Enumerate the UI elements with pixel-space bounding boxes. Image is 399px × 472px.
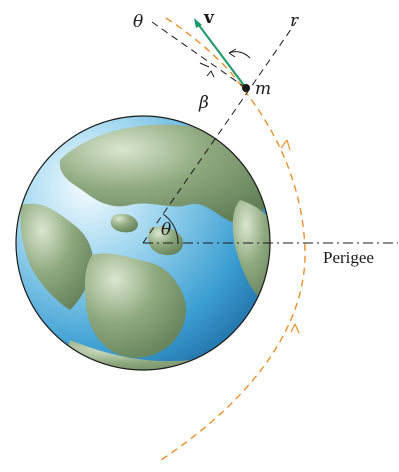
earth-globe — [15, 115, 271, 371]
perigee-label: Perigee — [323, 248, 374, 267]
beta-label: β — [198, 93, 209, 113]
radial-line — [142, 21, 297, 244]
theta-angle-label: θ — [161, 220, 171, 240]
orbit-arrow-upper — [280, 139, 291, 151]
mass-label: m — [255, 79, 271, 99]
orbit-path — [157, 17, 306, 463]
r-axis-label: r — [290, 11, 299, 31]
velocity-label: v — [203, 8, 215, 28]
velocity-vector — [194, 18, 247, 89]
beta-angle-marker — [199, 62, 215, 78]
mass-point — [242, 84, 250, 92]
theta-axis-label: θ — [133, 12, 143, 32]
orbit-arrow-lower — [290, 323, 300, 334]
theta-angle-arc — [162, 213, 179, 244]
